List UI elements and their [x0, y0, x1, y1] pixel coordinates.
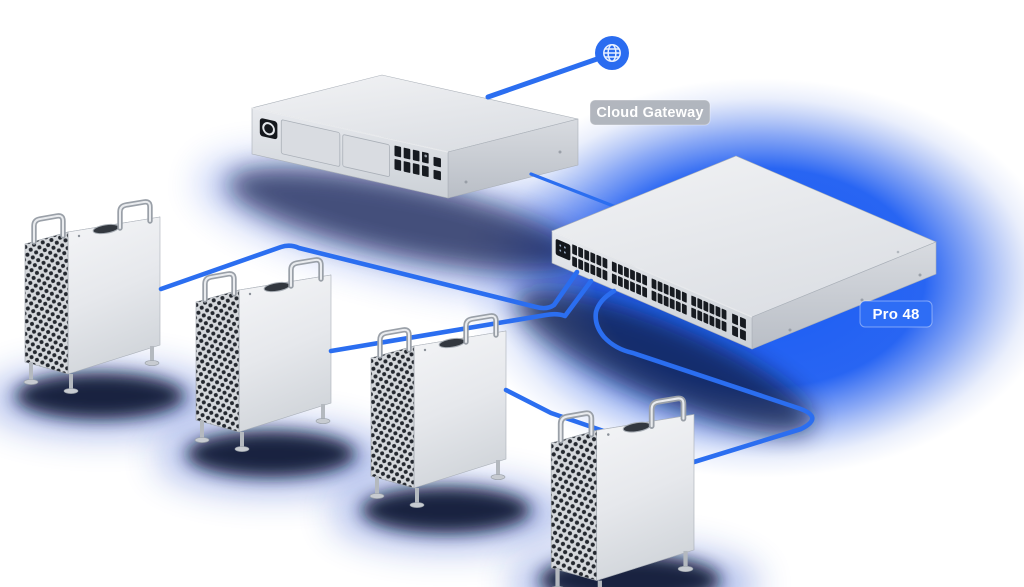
cable-tower2-to-switch — [328, 278, 594, 354]
cable-tower3-to-switch — [503, 288, 815, 465]
workstation-tower-2 — [195, 260, 331, 452]
gateway-drive-bay — [342, 134, 391, 177]
pro48-label: Pro 48 — [859, 300, 933, 328]
switch-screw — [896, 250, 900, 254]
ground-shadows — [0, 155, 814, 587]
switch-screw — [860, 298, 864, 302]
cable-gateway-to-internet — [485, 56, 600, 100]
cable-tower1-to-switch — [158, 243, 580, 311]
workstation-tower-3 — [370, 316, 506, 508]
cable-gateway-to-switch — [529, 172, 618, 209]
gateway-sfp-ports — [433, 156, 441, 181]
gateway-display-ring — [262, 122, 275, 136]
workstation-tower-1 — [24, 202, 160, 394]
switch-rj45-ports — [572, 244, 727, 332]
gateway-screw — [558, 150, 562, 154]
gateway-screw — [464, 180, 468, 184]
gateway-led — [424, 154, 428, 158]
switch-screw — [918, 273, 922, 277]
internet-globe-icon — [595, 36, 629, 70]
switch-pro48-device — [551, 155, 937, 350]
gateway-drive-bay — [280, 119, 341, 167]
switch-sfp-ports — [732, 313, 746, 341]
switch-display — [555, 239, 571, 261]
cloud-gateway-label: Cloud Gateway — [589, 99, 711, 126]
pro48-label-text: Pro 48 — [872, 306, 919, 323]
cloud-gateway-label-text: Cloud Gateway — [596, 105, 703, 121]
gateway-ethernet-ports — [394, 145, 429, 177]
switch-screw — [788, 328, 792, 332]
cloud-gateway-device — [251, 74, 579, 199]
